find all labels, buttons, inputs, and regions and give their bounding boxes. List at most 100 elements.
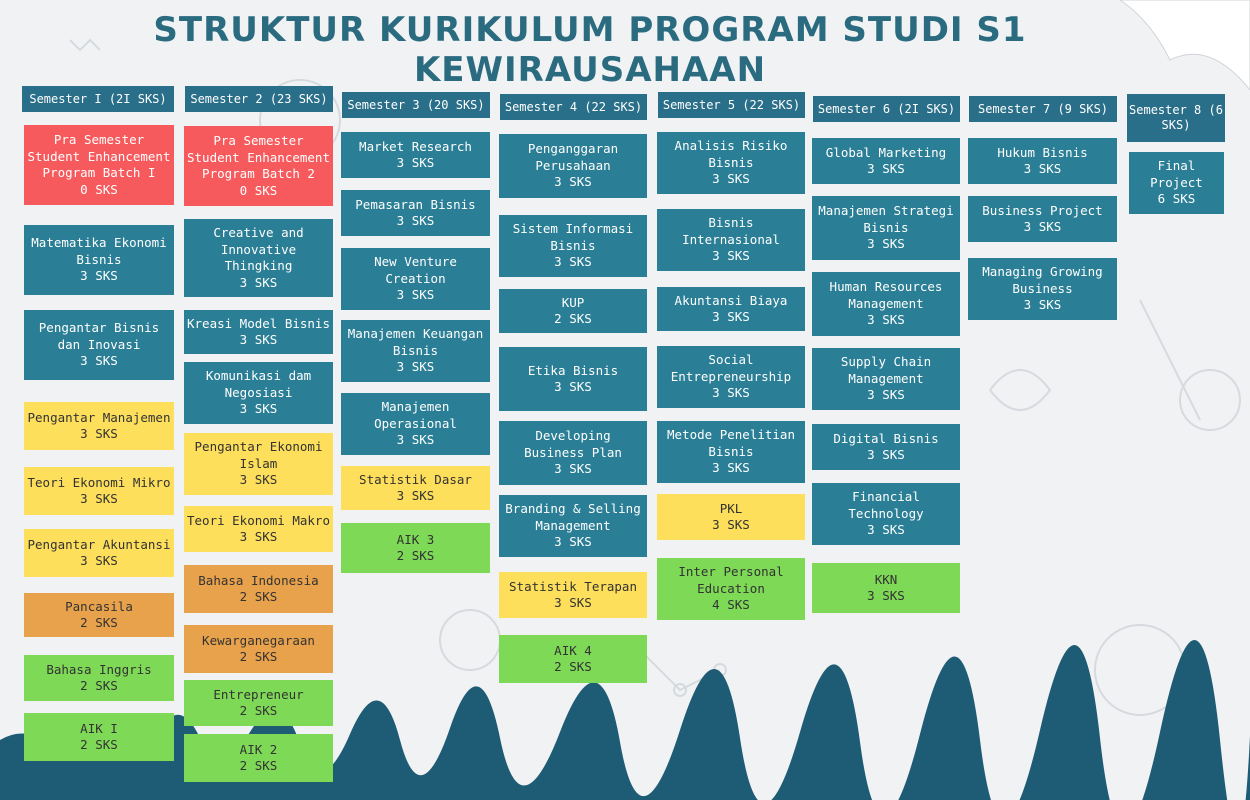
course-name: Business Project: [982, 202, 1103, 218]
course-sks: 3 SKS: [867, 236, 905, 252]
course-name: Human Resources Management: [829, 279, 943, 311]
course-name: Global Marketing: [825, 144, 947, 160]
course-name: Komunikasi dam Negosiasi: [205, 368, 312, 400]
course-sks: 0 SKS: [80, 181, 118, 197]
course-name: Statistik Dasar: [359, 471, 472, 487]
bottom-wave: [0, 640, 1250, 800]
semester-header-5: Semester 5 (22 SKS): [658, 92, 805, 118]
course-sks: 3 SKS: [867, 588, 905, 603]
course-name: Social Entrepreneurship: [670, 352, 792, 384]
course-name: Akuntansi Biaya: [674, 292, 788, 308]
course-sks: 3 SKS: [867, 387, 905, 403]
course-sks: 3 SKS: [80, 268, 118, 284]
course-sks: 3 SKS: [239, 529, 278, 544]
course-sks: 3 SKS: [396, 155, 435, 170]
course-sks: 2 SKS: [554, 659, 592, 674]
course-name: KUP: [561, 294, 585, 310]
course-sks: 3 SKS: [554, 534, 592, 550]
semester-header-3: Semester 3 (20 SKS): [342, 92, 490, 118]
course-sks: 3 SKS: [554, 461, 592, 477]
course-sks: 3 SKS: [1023, 219, 1062, 234]
course-name: Kreasi Model Bisnis: [187, 315, 330, 331]
course-name: Metode Penelitian Bisnis: [667, 427, 795, 459]
course-name: Statistik Terapan: [509, 578, 637, 594]
course-sks: 3 SKS: [239, 332, 278, 347]
course-name: Etika Bisnis: [527, 362, 619, 378]
course-sks: 3 SKS: [712, 460, 750, 476]
course-name: AIK 4: [554, 642, 592, 658]
course-name: Manajemen Keuangan Bisnis: [347, 326, 484, 358]
course-name: Teori Ekonomi Makro: [187, 512, 330, 528]
course-sks: 3 SKS: [554, 254, 592, 270]
course-sks: 3 SKS: [80, 426, 118, 441]
course-name: Bahasa Indonesia: [198, 572, 319, 588]
course-name: Digital Bisnis: [833, 430, 939, 446]
course-sks: 3 SKS: [554, 379, 592, 394]
course-sks: 3 SKS: [239, 472, 278, 488]
course-sks: 3 SKS: [712, 385, 750, 401]
semester-header-6: Semester 6 (2I SKS): [813, 96, 960, 122]
course-name: PKL: [719, 500, 743, 516]
course-name: Manajemen Operasional: [374, 399, 457, 431]
course-name: AIK 2: [239, 741, 278, 757]
course-sks: 3 SKS: [712, 309, 750, 324]
course-sks: 3 SKS: [239, 274, 278, 290]
course-sks: 6 SKS: [1157, 191, 1196, 207]
course-name: Pengantar Ekonomi Islam: [194, 439, 323, 471]
course-name: Pengantar Manajemen: [27, 409, 171, 425]
course-sks: 3 SKS: [867, 161, 905, 176]
course-sks: 3 SKS: [554, 174, 592, 190]
course-name: Supply Chain Management: [840, 354, 932, 386]
course-sks: 2 SKS: [80, 737, 118, 752]
course-name: Kewarganegaraan: [202, 632, 315, 648]
course-name: Final Project: [1150, 158, 1203, 190]
course-sks: 3 SKS: [867, 447, 905, 462]
semester-header-2: Semester 2 (23 SKS): [185, 86, 333, 112]
semester-header-7: Semester 7 (9 SKS): [969, 96, 1117, 122]
course-name: Market Research: [359, 138, 472, 154]
course-card-pra-semester-student-enhancement-program-batch-2: Pra Semester Student Enhancement Program…: [184, 126, 333, 206]
course-sks: 3 SKS: [396, 432, 435, 448]
course-name: AIK I: [80, 720, 118, 736]
course-card-pra-semester-student-enhancement-program-batch-i: Pra Semester Student Enhancement Program…: [24, 125, 174, 205]
course-name: Inter Personal Education: [678, 564, 784, 596]
course-sks: 3 SKS: [80, 491, 118, 506]
page-title: STRUKTUR KURIKULUM PROGRAM STUDI S1 KEWI…: [153, 10, 1027, 90]
semester-header-1: Semester I (2I SKS): [22, 86, 174, 112]
course-sks: 3 SKS: [1023, 297, 1062, 313]
course-name: New Venture Creation: [374, 254, 457, 286]
semester-header-8: Semester 8 (6 SKS): [1127, 94, 1225, 142]
course-name: Pra Semester Student Enhancement Program…: [187, 133, 330, 181]
semester-header-4: Semester 4 (22 SKS): [500, 94, 647, 120]
course-sks: 2 SKS: [239, 758, 278, 773]
